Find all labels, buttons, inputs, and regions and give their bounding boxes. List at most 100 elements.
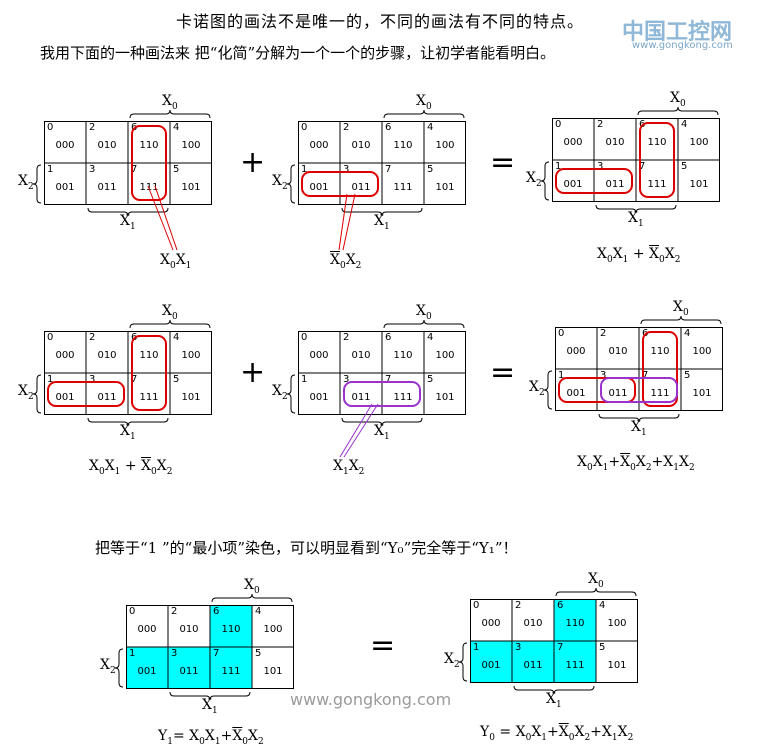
cell-index: 7	[642, 370, 649, 381]
cell-index: 2	[515, 600, 522, 611]
cell-binary: 101	[263, 666, 283, 677]
x2-label: X2	[18, 173, 34, 192]
x2-brace	[458, 642, 468, 682]
cell-index: 6	[385, 332, 392, 343]
cell-index: 7	[385, 374, 392, 385]
cell-binary: 000	[481, 618, 501, 629]
cell-binary: 110	[650, 346, 670, 357]
term-label: X0X1	[160, 252, 192, 271]
cell-binary: 001	[566, 388, 586, 399]
y1-formula: Y1= X0X1+X0X2	[158, 728, 264, 747]
cell-index: 4	[173, 122, 180, 133]
cell-index: 4	[255, 606, 262, 617]
cell-binary: 011	[351, 182, 371, 193]
kmap-grid	[32, 319, 212, 427]
cell-index: 1	[301, 164, 308, 175]
cell-index: 1	[555, 161, 562, 172]
cell-binary: 000	[137, 624, 157, 635]
x0-label: X0	[670, 90, 686, 109]
cell-index: 2	[597, 119, 604, 130]
kmap-loop	[47, 381, 125, 407]
cell-binary: 000	[566, 346, 586, 357]
cell-index: 3	[89, 164, 96, 175]
cell-index: 7	[385, 164, 392, 175]
cell-index: 4	[681, 119, 688, 130]
leader-line	[342, 193, 356, 251]
cell-binary: 101	[181, 392, 201, 403]
watermark-logo: 中国工控网	[622, 20, 733, 45]
cell-index: 7	[639, 161, 646, 172]
cell-index: 5	[173, 164, 180, 175]
cell-index: 0	[47, 332, 54, 343]
x2-label: X2	[100, 657, 116, 676]
cell-index: 4	[427, 122, 434, 133]
cell-index: 0	[301, 122, 308, 133]
cell-binary: 001	[481, 660, 501, 671]
x2-label: X2	[272, 383, 288, 402]
cell-index: 7	[131, 164, 138, 175]
cell-binary: 100	[181, 140, 201, 151]
kmap-loop	[301, 171, 379, 197]
cell-index: 5	[255, 648, 262, 659]
cell-binary: 010	[97, 350, 117, 361]
cell-index: 2	[600, 328, 607, 339]
cell-binary: 010	[605, 137, 625, 148]
cell-index: 1	[129, 648, 136, 659]
cell-binary: 100	[689, 137, 709, 148]
cell-binary: 010	[351, 350, 371, 361]
cell-binary: 000	[563, 137, 583, 148]
cell-binary: 101	[689, 179, 709, 190]
cell-binary: 001	[563, 179, 583, 190]
cell-index: 2	[343, 332, 350, 343]
cell-binary: 001	[137, 666, 157, 677]
cell-binary: 111	[650, 388, 670, 399]
cell-index: 0	[558, 328, 565, 339]
cell-binary: 001	[309, 392, 329, 403]
cell-index: 5	[427, 164, 434, 175]
x1-brace	[169, 691, 251, 701]
cell-binary: 011	[179, 666, 199, 677]
x2-label: X2	[18, 383, 34, 402]
plus-operator: +	[240, 355, 266, 390]
x0-label: X0	[673, 299, 689, 318]
cell-index: 0	[129, 606, 136, 617]
leader-line	[154, 185, 178, 251]
leader-line	[339, 403, 373, 458]
cell-binary: 111	[565, 660, 585, 671]
kmap-loop	[558, 377, 636, 403]
cell-binary: 100	[263, 624, 283, 635]
cell-binary: 011	[605, 179, 625, 190]
result-formula: X0X1+X0X2+X1X2	[577, 454, 695, 473]
kmap-grid	[286, 109, 466, 217]
cell-index: 3	[343, 374, 350, 385]
cell-index: 1	[301, 374, 308, 385]
cell-binary: 110	[221, 624, 241, 635]
cell-binary: 001	[309, 182, 329, 193]
x1-label: X1	[631, 419, 647, 438]
plus-operator: +	[240, 145, 266, 180]
cell-binary: 111	[139, 392, 159, 403]
x0-brace	[211, 593, 293, 603]
cell-index: 5	[599, 642, 606, 653]
